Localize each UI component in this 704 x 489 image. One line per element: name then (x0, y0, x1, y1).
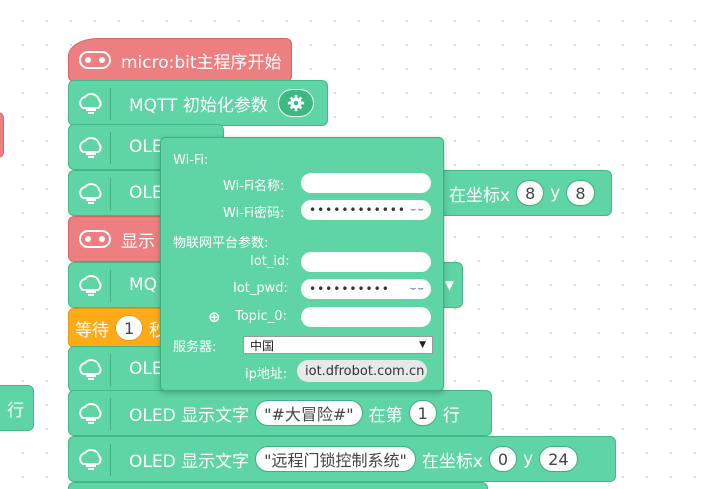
y-input[interactable]: 8 (566, 180, 595, 206)
mqtt-label: MQ (129, 275, 158, 295)
topic-input[interactable] (301, 307, 431, 327)
partial-block[interactable] (68, 482, 488, 489)
iot-password-value: •••••••••• (309, 282, 390, 296)
iot-id-label: Iot_id: (250, 254, 290, 269)
iot-password-label: Iot_pwd: (233, 281, 288, 296)
wait-block[interactable]: 等待 1 秒 (68, 308, 178, 348)
iot-header: 物联网平台参数: (173, 236, 269, 251)
oled-display-text-block[interactable]: OLED 显示文字 "#大冒险#" 在第 1 行 (68, 390, 492, 436)
mqtt-init-label: MQTT 初始化参数 (129, 95, 268, 116)
iot-id-input[interactable] (301, 252, 431, 272)
mqtt-settings-popup: Wi-Fi: Wi-Fi名称: Wi-Fi密码: •••••••••••• ⌣⌣… (160, 137, 444, 391)
oled-label: OLE (129, 359, 163, 379)
oled-display-text-coord-block[interactable]: OLED 显示文字 "远程门锁控制系统" 在坐标x 0 y 24 (68, 436, 616, 482)
dropdown-arrow-icon: ▼ (419, 340, 426, 350)
add-icon[interactable]: ⊕ (208, 308, 221, 326)
line-input[interactable]: 1 (408, 400, 437, 426)
wifi-password-input[interactable]: •••••••••••• ⌣⌣ (301, 200, 431, 220)
microbit-main-hat-block[interactable]: micro:bit主程序开始 (68, 38, 292, 82)
offscreen-green-block[interactable]: 行 (0, 385, 34, 431)
wait-label: 等待 (75, 320, 109, 341)
ip-address-input[interactable]: iot.dfrobot.com.cn (297, 360, 427, 382)
wait-seconds-input[interactable]: 1 (115, 315, 144, 341)
wifi-cloud-icon (75, 178, 111, 210)
wifi-name-input[interactable] (301, 173, 431, 193)
gear-icon[interactable] (277, 89, 314, 117)
y-input[interactable]: 24 (539, 446, 578, 472)
server-select[interactable]: 中国 ▼ (243, 336, 433, 354)
hat-label: micro:bit主程序开始 (121, 52, 282, 73)
wifi-cloud-icon (75, 354, 111, 386)
coord-x-label: 在坐标x (421, 451, 483, 472)
offscreen-red-block[interactable] (0, 112, 4, 158)
wifi-cloud-icon (75, 132, 111, 164)
eye-closed-icon[interactable]: ⌣⌣ (409, 204, 425, 215)
microbit-icon (79, 51, 111, 69)
wifi-name-label: Wi-Fi名称: (223, 179, 285, 194)
wifi-password-label: Wi-Fi密码: (223, 206, 285, 221)
at-label: 在第 (368, 405, 403, 426)
oled-display-label: OLED 显示文字 (129, 405, 250, 426)
x-input[interactable]: 8 (516, 180, 545, 206)
display-label: 显示 (121, 231, 155, 252)
coord-y-label: y (523, 449, 534, 469)
wifi-cloud-icon (75, 444, 111, 476)
iot-password-input[interactable]: •••••••••• ⌣⌣ (301, 279, 431, 299)
row-label: 行 (442, 405, 460, 426)
text-input[interactable]: "远程门锁控制系统" (255, 446, 416, 472)
microbit-icon (79, 230, 111, 248)
wifi-cloud-icon (75, 398, 111, 430)
x-input[interactable]: 0 (488, 446, 518, 472)
dropdown-arrow-icon[interactable]: ▼ (444, 278, 454, 292)
eye-closed-icon[interactable]: ⌣⌣ (409, 283, 425, 294)
topic-label: Topic_0: (235, 309, 287, 324)
oled-display-label: OLED 显示文字 (129, 451, 250, 472)
wifi-cloud-icon (75, 270, 111, 302)
ip-label: ip地址: (245, 367, 288, 382)
wifi-cloud-icon (75, 88, 111, 120)
wifi-header: Wi-Fi: (173, 153, 209, 168)
server-label: 服务器: (173, 340, 217, 355)
coord-y-label: y (550, 183, 561, 203)
coord-x-label: 在坐标x (449, 185, 511, 206)
row-label-left: 行 (7, 400, 24, 421)
mqtt-init-block[interactable]: MQTT 初始化参数 (68, 80, 328, 126)
server-value: 中国 (250, 338, 275, 353)
text-input[interactable]: "#大冒险#" (255, 400, 363, 426)
wifi-password-value: •••••••••••• (309, 203, 406, 217)
